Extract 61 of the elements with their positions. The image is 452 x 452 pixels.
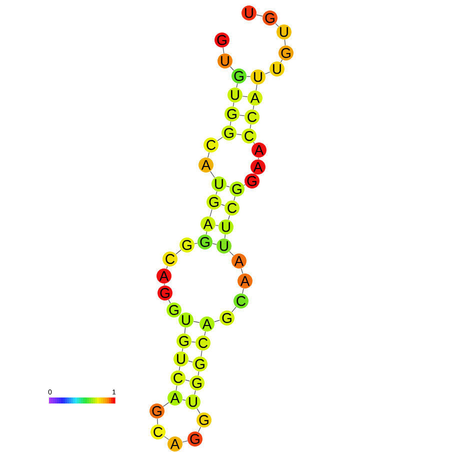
backbone-line [176, 385, 178, 391]
base-pair-line [188, 360, 193, 362]
backbone-line [232, 102, 234, 107]
base-pair-line [185, 380, 190, 382]
backbone-line [258, 157, 259, 160]
backbone-line [280, 59, 283, 63]
backbone-line [236, 83, 238, 88]
backbone-line [206, 231, 208, 235]
backbone-line [244, 184, 246, 186]
backbone-line [204, 331, 206, 336]
base-pair-line [242, 96, 248, 98]
backbone-line [229, 251, 234, 256]
backbone-line [216, 191, 218, 195]
base-pair-line [236, 134, 242, 136]
backbone-line [284, 39, 286, 46]
backbone-line [242, 288, 244, 294]
backbone-line [256, 84, 258, 91]
backbone-line [214, 320, 220, 322]
backbone-line [232, 306, 236, 312]
backbone-line [217, 136, 223, 142]
base-pair-line [246, 76, 251, 77]
backbone-line [196, 408, 200, 414]
base-pair-line [182, 399, 186, 401]
backbone-line [240, 268, 244, 274]
base-pair-line [193, 321, 200, 323]
backbone-line [256, 14, 263, 16]
backbone-line [210, 171, 215, 178]
backbone-line [182, 348, 184, 352]
backbone-line [200, 350, 202, 357]
backbone-line [250, 124, 252, 129]
backbone-line [194, 390, 196, 395]
backbone-line [198, 371, 200, 376]
backbone-line [184, 327, 186, 334]
backbone-line [176, 250, 182, 254]
backbone-line [210, 209, 212, 217]
backbone-line [230, 121, 232, 126]
backbone-line [164, 283, 165, 286]
backbone-line [253, 142, 255, 144]
backbone-line [178, 366, 180, 371]
backbone-line [228, 215, 230, 220]
base-pair-line [212, 243, 217, 245]
backbone-line [162, 402, 170, 407]
backbone-line [222, 47, 224, 54]
backbone-line [166, 266, 168, 270]
backbone-line [198, 426, 201, 432]
backbone-line [264, 72, 270, 74]
base-pair-line [239, 114, 245, 116]
base-pair-line [215, 224, 219, 226]
backbone-line [182, 440, 188, 442]
backbone-line [194, 242, 198, 244]
backbone-line [275, 23, 279, 27]
backbone-line [252, 105, 254, 110]
base-pair-line [226, 186, 230, 188]
backbone-line [234, 196, 236, 201]
backbone-line [157, 418, 158, 425]
backbone-line [208, 152, 210, 158]
backbone-line [230, 66, 234, 71]
backbone-line [224, 234, 226, 239]
base-pair-line [221, 204, 225, 206]
backbone-line [168, 300, 171, 304]
backbone-line [164, 436, 170, 440]
